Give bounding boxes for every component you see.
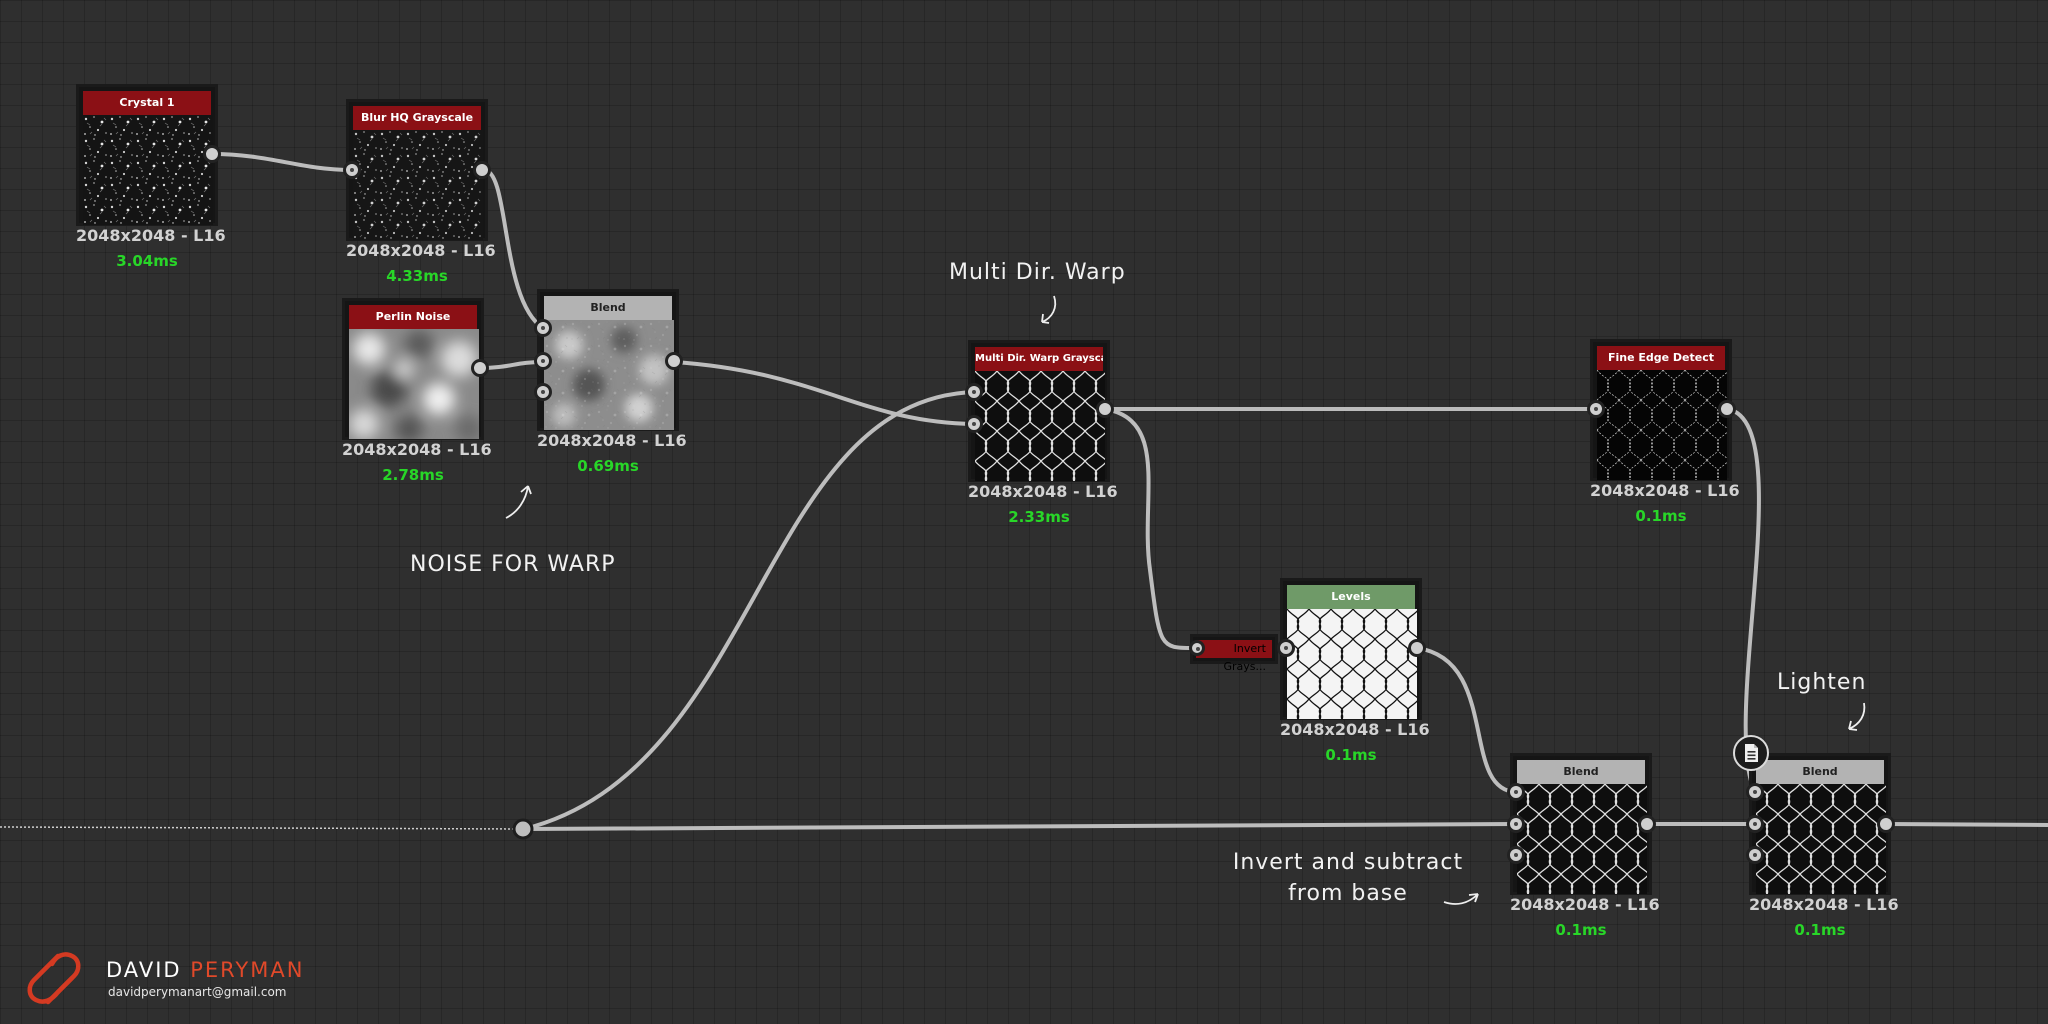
node-crystal-timing: 3.04ms bbox=[116, 252, 178, 270]
node-blend1-input-port-foreground[interactable] bbox=[534, 319, 552, 337]
wire-crystal-blur bbox=[210, 152, 354, 172]
node-levels-thumbnail bbox=[1287, 609, 1417, 719]
node-warp-thumbnail bbox=[975, 371, 1105, 481]
node-warp-title: Multi Dir. Warp Grayscale bbox=[975, 347, 1103, 371]
node-edge-title: Fine Edge Detect bbox=[1597, 346, 1725, 370]
node-blur-thumbnail bbox=[353, 130, 483, 240]
node-blend1[interactable]: Blend 2048x2048 - L16 0.69ms bbox=[534, 289, 687, 475]
node-perlin-title: Perlin Noise bbox=[349, 305, 477, 329]
node-blend2[interactable]: Blend 2048x2048 - L16 0.1ms bbox=[1507, 753, 1660, 939]
node-crystal-resolution: 2048x2048 - L16 bbox=[76, 226, 226, 245]
node-edge[interactable]: Fine Edge Detect 2048x2048 - L16 0.1ms bbox=[1587, 339, 1740, 525]
node-crystal[interactable]: Crystal 1 2048x2048 - L16 3.04ms bbox=[76, 84, 226, 270]
wire-blur-blend1 bbox=[482, 168, 545, 330]
annotation-arrow-lighten bbox=[1848, 702, 1866, 731]
node-blur-timing: 4.33ms bbox=[386, 267, 448, 285]
node-edge-resolution: 2048x2048 - L16 bbox=[1590, 481, 1740, 500]
node-blur-resolution: 2048x2048 - L16 bbox=[346, 241, 496, 260]
node-blend3-output-port[interactable] bbox=[1877, 815, 1895, 833]
node-blend2-input-port-background[interactable] bbox=[1507, 815, 1525, 833]
node-invert-title: Invert Grays... bbox=[1196, 640, 1272, 673]
node-levels-timing: 0.1ms bbox=[1325, 746, 1377, 764]
node-blend2-thumbnail bbox=[1517, 784, 1647, 894]
node-warp-input-port-intensity[interactable] bbox=[965, 415, 983, 433]
node-blur-title: Blur HQ Grayscale bbox=[353, 106, 481, 130]
node-perlin-resolution: 2048x2048 - L16 bbox=[342, 440, 492, 459]
node-blend1-thumbnail bbox=[544, 320, 674, 430]
node-edge-output-port[interactable] bbox=[1718, 400, 1736, 418]
node-blur[interactable]: Blur HQ Grayscale 2048x2048 - L16 4.33ms bbox=[343, 99, 496, 285]
node-blend2-timing: 0.1ms bbox=[1555, 921, 1607, 939]
node-perlin[interactable]: Perlin Noise 2048x2048 - L16 2.78ms bbox=[342, 298, 492, 484]
annotation-invert-line2: from base bbox=[1288, 881, 1408, 906]
node-crystal-thumbnail bbox=[83, 115, 213, 225]
node-levels-resolution: 2048x2048 - L16 bbox=[1280, 720, 1430, 739]
node-perlin-thumbnail bbox=[349, 329, 479, 439]
annotation-arrow-noise bbox=[505, 485, 532, 519]
node-blend3-title: Blend bbox=[1756, 760, 1884, 784]
reroute-dot bbox=[512, 818, 534, 840]
node-blend3-resolution: 2048x2048 - L16 bbox=[1749, 895, 1899, 914]
node-warp[interactable]: Multi Dir. Warp Grayscale 2048x2048 - L1… bbox=[965, 340, 1118, 526]
node-blend2-resolution: 2048x2048 - L16 bbox=[1510, 895, 1660, 914]
node-blur-input-port[interactable] bbox=[343, 161, 361, 179]
node-warp-input-port-source[interactable] bbox=[965, 383, 983, 401]
brand-last-name: PERYMAN bbox=[190, 958, 305, 982]
annotation-invert-subtract: Invert and subtract from base bbox=[1228, 850, 1468, 906]
node-blend2-title: Blend bbox=[1517, 760, 1645, 784]
dp-monogram-icon bbox=[27, 952, 81, 1005]
node-invert[interactable]: Invert Grays... bbox=[1189, 634, 1278, 673]
node-crystal-output-port[interactable] bbox=[203, 145, 221, 163]
node-warp-timing: 2.33ms bbox=[1008, 508, 1070, 526]
node-blend3-input-port-mask[interactable] bbox=[1746, 846, 1764, 864]
annotation-multi-dir-warp: Multi Dir. Warp bbox=[949, 260, 1126, 285]
wire-levels-blend2 bbox=[1415, 646, 1518, 794]
node-blend1-timing: 0.69ms bbox=[577, 457, 639, 475]
node-blend1-input-port-mask[interactable] bbox=[534, 383, 552, 401]
annotation-lighten: Lighten bbox=[1777, 670, 1867, 695]
node-invert-input-port[interactable] bbox=[1189, 640, 1205, 656]
brand-name: DAVID PERYMAN bbox=[106, 958, 304, 982]
node-perlin-timing: 2.78ms bbox=[382, 466, 444, 484]
node-blend1-output-port[interactable] bbox=[665, 352, 683, 370]
node-blend2-output-port[interactable] bbox=[1638, 815, 1656, 833]
node-blend1-title: Blend bbox=[544, 296, 672, 320]
wire-warp-invert bbox=[1103, 407, 1198, 651]
node-edge-thumbnail bbox=[1597, 370, 1727, 480]
annotation-arrow-warp bbox=[1041, 295, 1057, 324]
comment-document-icon[interactable] bbox=[1733, 735, 1769, 771]
node-blend3-thumbnail bbox=[1756, 784, 1886, 894]
node-levels-title: Levels bbox=[1287, 585, 1415, 609]
annotation-invert-line1: Invert and subtract bbox=[1232, 850, 1464, 875]
node-blend3-input-port-background[interactable] bbox=[1746, 815, 1764, 833]
node-blend2-input-port-foreground[interactable] bbox=[1507, 783, 1525, 801]
node-crystal-title: Crystal 1 bbox=[83, 91, 211, 115]
node-warp-output-port[interactable] bbox=[1096, 400, 1114, 418]
comment-document-glyph bbox=[1745, 744, 1758, 762]
brand-first-name: DAVID bbox=[106, 958, 182, 982]
wire-base-warp bbox=[522, 390, 976, 831]
annotation-noise-for-warp: NOISE FOR WARP bbox=[410, 552, 616, 577]
node-blur-output-port[interactable] bbox=[473, 161, 491, 179]
node-warp-resolution: 2048x2048 - L16 bbox=[968, 482, 1118, 501]
node-blend1-resolution: 2048x2048 - L16 bbox=[537, 431, 687, 450]
node-blend2-input-port-mask[interactable] bbox=[1507, 846, 1525, 864]
brand-email: davidperymanart@gmail.com bbox=[108, 985, 287, 999]
node-blend3-input-port-foreground[interactable] bbox=[1746, 783, 1764, 801]
node-levels[interactable]: Levels 2048x2048 - L16 0.1ms bbox=[1277, 578, 1430, 764]
node-blend3-timing: 0.1ms bbox=[1794, 921, 1846, 939]
wire-input-dotted bbox=[0, 826, 523, 830]
wire-blend1-warp bbox=[672, 360, 976, 426]
wire-blend3-out bbox=[1884, 822, 2048, 827]
node-levels-input-port[interactable] bbox=[1277, 639, 1295, 657]
wire-base-blend2 bbox=[522, 822, 1518, 831]
node-edge-input-port[interactable] bbox=[1587, 400, 1605, 418]
node-blend1-input-port-background[interactable] bbox=[534, 352, 552, 370]
node-edge-timing: 0.1ms bbox=[1635, 507, 1687, 525]
annotation-arrow-invert bbox=[1443, 893, 1479, 905]
node-levels-output-port[interactable] bbox=[1408, 639, 1426, 657]
node-blend3[interactable]: Blend 2048x2048 - L16 0.1ms bbox=[1746, 753, 1899, 939]
node-perlin-output-port[interactable] bbox=[471, 359, 489, 377]
